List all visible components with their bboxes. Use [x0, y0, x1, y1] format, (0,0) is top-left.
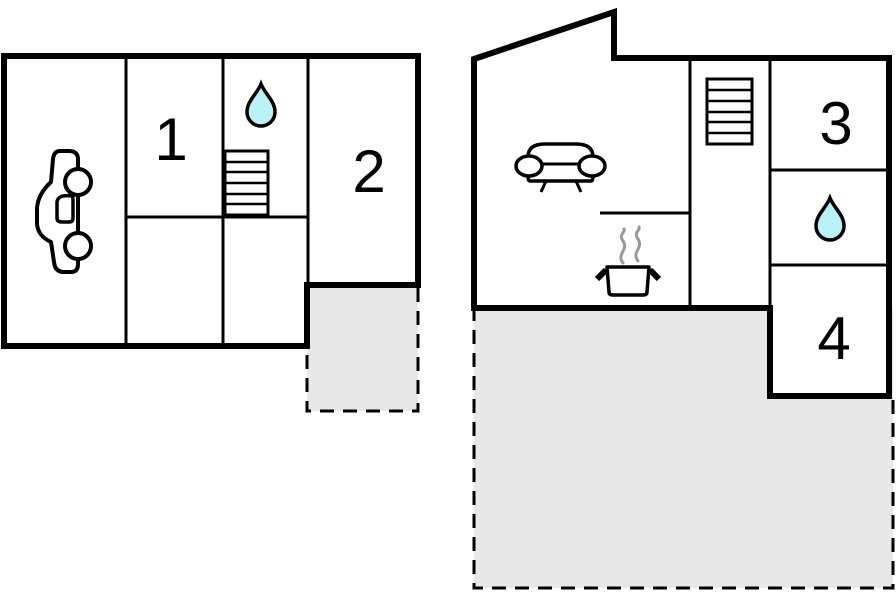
room-2-label: 2	[352, 138, 385, 205]
sofa-icon	[514, 142, 607, 193]
terrace-dashed-border	[472, 311, 895, 590]
interior-walls	[600, 58, 889, 308]
water-drop-icon	[245, 79, 277, 128]
car-wheel	[63, 167, 93, 197]
room-3-label: 3	[819, 90, 852, 157]
water-drop-icon	[814, 193, 846, 242]
car-window	[55, 193, 75, 224]
room-1-label: 1	[154, 106, 187, 173]
interior-walls	[124, 56, 310, 346]
terrace-area	[307, 285, 418, 411]
cooking-pot-icon	[594, 265, 662, 297]
stairs-icon	[705, 77, 754, 146]
exterior-walls	[471, 7, 892, 399]
steam-icon	[619, 225, 642, 265]
terrace-dashed-border	[305, 288, 420, 413]
car-wheel	[63, 231, 93, 261]
stairs-icon	[223, 149, 270, 217]
ground-floor-plan: 1 2	[1, 53, 421, 413]
car-icon	[35, 149, 93, 274]
room-4-label: 4	[817, 305, 850, 372]
upper-floor-plan: 3 4	[471, 7, 895, 590]
